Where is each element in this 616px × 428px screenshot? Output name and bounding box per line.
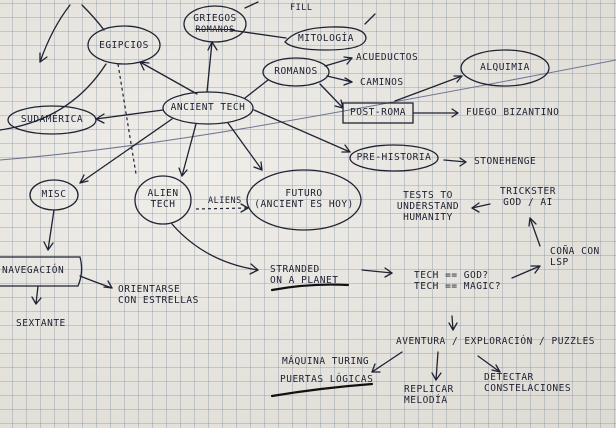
node-fill-partial: FILL	[290, 3, 313, 13]
node-sudamerica: SUDAMÉRICA	[20, 114, 84, 125]
ancient-tech-ellipse	[162, 91, 254, 125]
node-griegos: GRIEGOS	[193, 13, 237, 24]
node-misc: MISC	[41, 189, 67, 200]
node-trickster: TRICKSTER GOD / AI	[500, 186, 556, 208]
node-tech-god: TECH == GOD? TECH == MAGIC?	[414, 270, 502, 292]
node-detectar: DETECTAR CONSTELACIONES	[484, 372, 572, 394]
node-romanos: ROMANOS	[274, 66, 318, 77]
sudamerica-ellipse	[7, 105, 97, 135]
node-post-roma: POST-ROMA	[350, 107, 406, 118]
node-caminos: CAMINOS	[360, 77, 404, 88]
node-stonehenge: STONEHENGE	[474, 156, 537, 167]
node-cona-con-lsp: COÑA CON LSP	[550, 246, 600, 268]
node-orientarse: ORIENTARSE CON ESTRELLAS	[118, 284, 199, 306]
node-griegos-crossed-out: ROMANOS	[195, 25, 235, 35]
node-stranded: STRANDED ON A PLANET	[270, 264, 339, 286]
pre-historia-ellipse	[349, 144, 439, 172]
margin-line	[0, 59, 616, 161]
node-aventura: AVENTURA / EXPLORACIÓN / PUZZLES	[396, 336, 596, 347]
post-roma-box	[342, 102, 414, 124]
node-egipcios: EGIPCIOS	[99, 40, 149, 51]
node-replicar-melodia: REPLICAR MELODÍA	[404, 384, 454, 406]
griegos-ellipse	[183, 5, 247, 43]
dashed-connectors	[117, 63, 249, 213]
mitologia-ellipse	[284, 26, 367, 51]
node-navegacion: NAVEGACIÓN	[2, 265, 65, 276]
node-acueductos: ACUEDUCTOS	[356, 52, 419, 63]
alquimia-ellipse	[460, 49, 550, 87]
node-futuro: FUTURO (ANCIENT ES HOY)	[254, 188, 354, 210]
node-aliens-label: ALIENS	[208, 196, 242, 206]
node-pre-historia: PRE-HISTORIA	[356, 152, 432, 163]
futuro-ellipse	[246, 169, 362, 231]
alien-tech-ellipse	[134, 175, 192, 225]
node-fuego-bizantino: FUEGO BIZANTINO	[466, 107, 560, 118]
node-tests: TESTS TO UNDERSTAND HUMANITY	[396, 190, 460, 223]
node-puertas-logicas: PUERTAS LÓGICAS	[280, 374, 374, 385]
node-maquina-turing: MÁQUINA TURING	[282, 356, 370, 367]
navegacion-box	[0, 256, 83, 287]
romanos-ellipse	[262, 57, 330, 87]
node-sextante: SEXTANTE	[16, 318, 66, 329]
node-mitologia: MITOLOGÍA	[298, 33, 354, 44]
node-ancient-tech: ANCIENT TECH	[170, 102, 246, 113]
node-alquimia: ALQUIMIA	[480, 62, 530, 73]
node-alien-tech: ALIEN TECH	[147, 188, 179, 210]
connector-lines	[0, 1, 541, 381]
underlines	[270, 283, 374, 398]
egipcios-ellipse	[87, 25, 161, 65]
